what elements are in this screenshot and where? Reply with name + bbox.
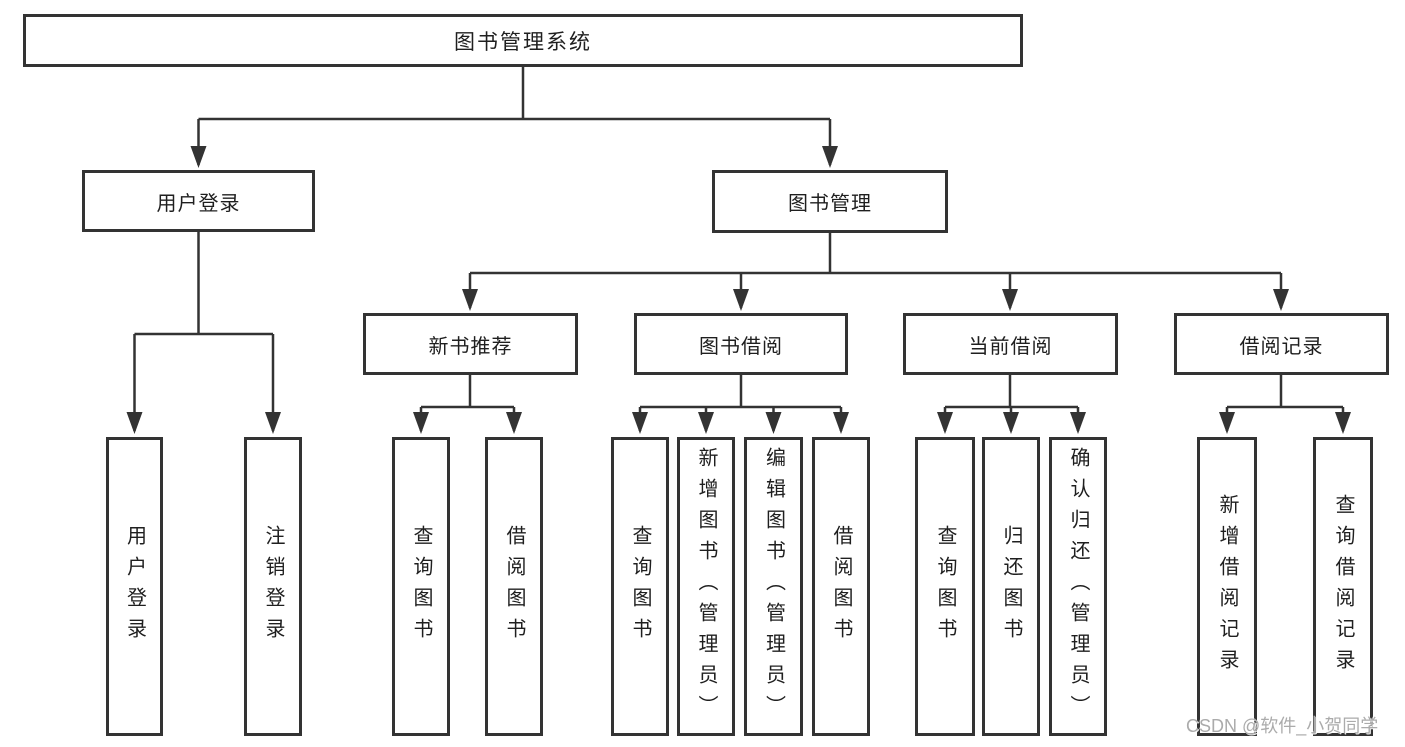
node-root-system: 图书管理系统 <box>23 14 1023 67</box>
leaf-current-confirm-return-admin: 确认归还（管理员） <box>1049 437 1107 736</box>
leaf-recommend-borrow-books: 借阅图书 <box>485 437 543 736</box>
leaf-borrow-add-books-admin-label: 新增图书（管理员） <box>695 447 717 726</box>
leaf-recommend-borrow-books-label: 借阅图书 <box>503 524 525 649</box>
node-new-book-recommendation: 新书推荐 <box>363 313 578 375</box>
leaf-borrow-add-books-admin: 新增图书（管理员） <box>677 437 735 736</box>
leaf-records-query-borrow-record-label: 查询借阅记录 <box>1332 493 1354 680</box>
node-borrowing-records: 借阅记录 <box>1174 313 1389 375</box>
leaf-user-login-label: 用户登录 <box>123 524 146 649</box>
leaf-logout-label: 注销登录 <box>262 524 284 649</box>
leaf-user-login: 用户登录 <box>106 437 163 736</box>
leaf-borrow-borrow-books-label: 借阅图书 <box>830 524 852 649</box>
leaf-current-query-books-label: 查询图书 <box>934 524 956 649</box>
leaf-recommend-query-books: 查询图书 <box>392 437 450 736</box>
leaf-records-add-borrow-record-label: 新增借阅记录 <box>1216 493 1238 680</box>
leaf-current-return-books: 归还图书 <box>982 437 1040 736</box>
leaf-records-add-borrow-record: 新增借阅记录 <box>1197 437 1257 736</box>
leaf-records-query-borrow-record: 查询借阅记录 <box>1313 437 1373 736</box>
leaf-borrow-edit-books-admin-label: 编辑图书（管理员） <box>762 447 785 726</box>
csdn-watermark: CSDN @软件_小贺同学 <box>1186 716 1379 736</box>
leaf-current-confirm-return-admin-label: 确认归还（管理员） <box>1067 447 1089 726</box>
node-book-management: 图书管理 <box>712 170 948 233</box>
leaf-borrow-query-books: 查询图书 <box>611 437 669 736</box>
leaf-borrow-borrow-books: 借阅图书 <box>812 437 870 736</box>
leaf-borrow-edit-books-admin: 编辑图书（管理员） <box>744 437 803 736</box>
node-user-login: 用户登录 <box>82 170 315 232</box>
node-current-borrowing: 当前借阅 <box>903 313 1118 375</box>
leaf-recommend-query-books-label: 查询图书 <box>410 524 432 649</box>
leaf-current-return-books-label: 归还图书 <box>1000 524 1022 649</box>
node-book-borrowing: 图书借阅 <box>634 313 848 375</box>
leaf-logout: 注销登录 <box>244 437 302 736</box>
leaf-borrow-query-books-label: 查询图书 <box>629 524 651 649</box>
leaf-current-query-books: 查询图书 <box>915 437 975 736</box>
